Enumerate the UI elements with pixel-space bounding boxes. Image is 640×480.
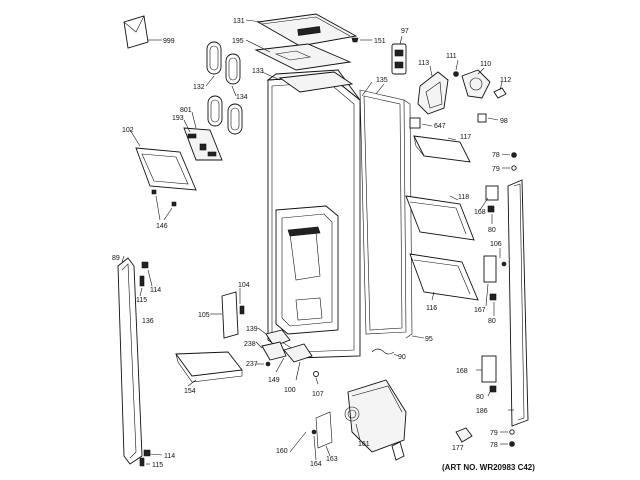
label-151: 151 [374,38,386,45]
label-112: 112 [500,77,511,84]
label-118: 118 [458,194,469,201]
label-114-top: 114 [150,287,161,294]
part-110-111-112-motor [453,59,507,99]
label-107: 107 [312,391,324,398]
label-115-top: 115 [136,297,147,304]
part-132-134-loop-handles [205,41,243,135]
label-79-top: 79 [492,166,500,173]
part-116-door-bin [409,253,479,301]
part-149-100-107-links [275,343,319,385]
part-160-161-module [289,379,407,461]
part-135-gasket [359,83,407,335]
label-78-bottom: 78 [490,442,498,449]
part-98-clip [477,113,499,123]
label-102: 102 [122,127,134,134]
label-80-low: 80 [476,394,484,401]
label-113: 113 [418,60,429,67]
label-134: 134 [236,94,248,101]
part-90-wire [371,348,399,357]
label-78-top: 78 [492,152,500,159]
label-104: 104 [238,282,250,289]
label-80-top: 80 [488,227,496,234]
label-90: 90 [398,354,406,361]
part-195-bracket [245,39,352,71]
label-238: 238 [244,341,256,348]
label-135: 135 [376,77,388,84]
part-114-115-fasteners-bottom [139,449,163,467]
label-177: 177 [452,445,464,452]
part-999-literature [123,15,162,49]
label-106: 106 [490,241,502,248]
part-168-80-hinge-low [476,355,497,397]
label-237: 237 [246,361,258,368]
part-113-dispenser-housing [417,65,449,115]
part-151-screw [351,37,372,43]
part-146-clips [151,189,177,221]
label-117: 117 [460,134,471,141]
part-118-door-bin [405,195,475,241]
label-110: 110 [480,61,491,68]
label-168-top: 168 [474,209,486,216]
label-163: 163 [326,456,338,463]
part-801-193-control-board [183,111,223,161]
part-89-114-115-fasteners-top [139,261,153,297]
part-97-switch [391,35,407,75]
label-647: 647 [434,123,446,130]
label-111: 111 [446,53,457,60]
label-136: 136 [142,318,154,325]
label-193: 193 [172,115,184,122]
label-80-mid: 80 [488,318,496,325]
callout-labels: 999 131 97 151 195 132 133 134 135 113 1… [112,18,535,472]
label-98: 98 [500,118,508,125]
label-97: 97 [401,28,409,35]
part-131-top-cap [245,13,358,47]
label-115-bottom: 115 [152,462,163,469]
label-114-bottom: 114 [164,453,175,460]
label-146: 146 [156,223,168,230]
label-132: 132 [193,84,205,91]
part-78-79-screws-top [501,152,517,171]
label-167: 167 [474,307,486,314]
part-133-top-trim [261,71,354,93]
label-999: 999 [163,38,175,45]
part-105-104-cover [210,288,245,339]
label-160: 160 [276,448,288,455]
part-106-167-hinge-mid [483,248,507,316]
art-number: (ART NO. WR20983 C42) [442,463,535,472]
label-95: 95 [425,336,433,343]
label-100: 100 [284,387,296,394]
part-102-cover [129,129,197,191]
label-133: 133 [252,68,264,75]
label-186: 186 [476,408,488,415]
label-116: 116 [426,305,437,312]
part-79-177-78-bottom [455,427,515,447]
part-139-238-237-actuator [255,327,291,367]
part-95-liner-strip [403,99,425,339]
label-168-low: 168 [456,368,468,375]
label-161: 161 [358,441,370,448]
label-105: 105 [198,312,210,319]
label-801: 801 [180,107,192,114]
label-149: 149 [268,377,280,384]
label-131: 131 [233,18,245,25]
part-647-bin-insert [409,117,433,129]
label-154: 154 [184,388,196,395]
door-assembly [266,69,373,359]
part-117-door-bin [413,135,471,163]
part-168-80-hinge-top [479,185,499,224]
label-164: 164 [310,461,322,468]
label-89: 89 [112,255,120,262]
label-79-bottom: 79 [490,430,498,437]
part-154-drip-tray [175,351,243,387]
label-195: 195 [232,38,244,45]
label-139: 139 [246,326,258,333]
part-186-side-trim [507,179,529,427]
part-136-door-handle [117,255,143,465]
